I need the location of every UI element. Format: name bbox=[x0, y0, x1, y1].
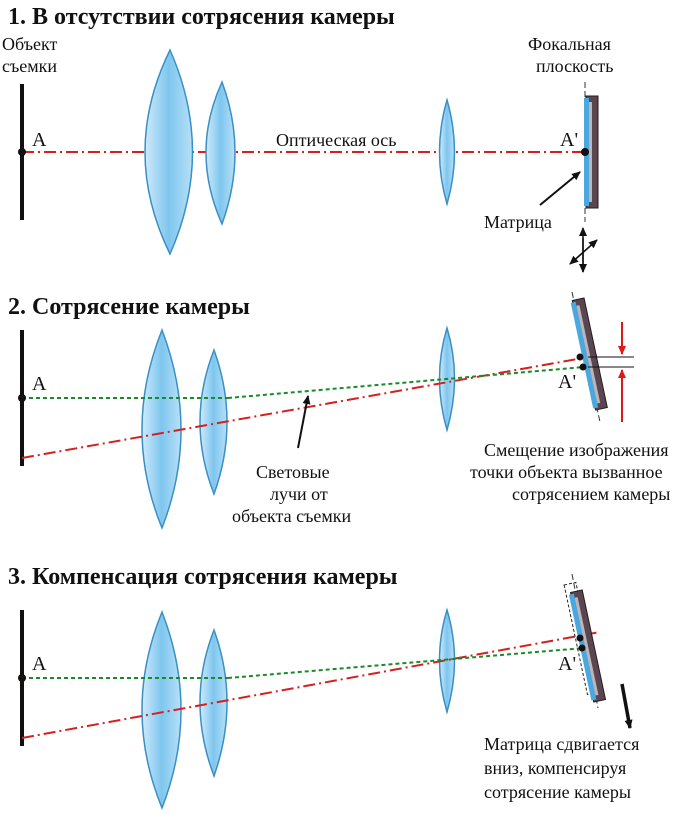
lens-2 bbox=[199, 347, 228, 497]
lens-2 bbox=[199, 627, 228, 779]
panel-camera-shake: 2. Сотрясение камеры A A' Световые лучи … bbox=[8, 291, 670, 531]
sensor bbox=[568, 589, 607, 703]
panel-shake-compensation: 3. Компенсация сотрясения камеры A A' Ма… bbox=[8, 564, 639, 811]
point-a-label: A bbox=[32, 129, 47, 151]
point-a-prime-label: A' bbox=[558, 371, 576, 393]
shifted-image-point bbox=[576, 353, 584, 361]
optical-axis-line bbox=[21, 631, 601, 739]
panel3-title: 3. Компенсация сотрясения камеры bbox=[8, 564, 398, 590]
sensor-move-arrow bbox=[620, 683, 633, 729]
light-ray-2 bbox=[227, 647, 585, 679]
lens-3 bbox=[438, 607, 456, 715]
sensor bbox=[570, 297, 608, 411]
focal-label-line1: Фокальная bbox=[528, 34, 611, 54]
object-point bbox=[18, 674, 26, 682]
lens-1 bbox=[141, 327, 182, 531]
shake-directions-icon bbox=[569, 227, 598, 273]
object-label-line1: Объект bbox=[2, 34, 58, 54]
lens-1 bbox=[141, 609, 182, 811]
shift-label-line3: сотрясением камеры bbox=[512, 484, 670, 504]
image-point bbox=[579, 363, 587, 371]
point-a-prime-label: A' bbox=[558, 653, 576, 675]
shift-label-line1: Смещение изображения bbox=[484, 440, 669, 460]
sensor-move-label-line1: Матрица сдвигается bbox=[484, 734, 639, 754]
panel-no-shake: 1. В отсутствии сотрясения камеры Объект… bbox=[2, 4, 613, 273]
object-label-line2: съемки bbox=[2, 56, 57, 76]
light-ray-2 bbox=[227, 366, 585, 399]
rays-pointer-arrow bbox=[297, 395, 311, 449]
sensor-move-label-line2: вниз, компенсируя bbox=[484, 758, 626, 778]
object-point bbox=[18, 394, 26, 402]
lens-3 bbox=[438, 97, 456, 207]
optical-axis-line bbox=[21, 354, 601, 459]
optical-axis-label: Оптическая ось bbox=[276, 130, 397, 150]
sensor-move-label-line3: сотрясение камеры bbox=[484, 782, 631, 802]
image-point bbox=[581, 148, 589, 156]
point-a-label: A bbox=[32, 373, 47, 395]
shift-label-line2: точки объекта вызванное bbox=[470, 462, 663, 482]
panel1-title: 1. В отсутствии сотрясения камеры bbox=[8, 4, 395, 30]
shift-indicator bbox=[588, 322, 634, 422]
lens-1 bbox=[144, 48, 194, 256]
image-point bbox=[578, 644, 586, 652]
rays-label-line2: лучи от bbox=[270, 484, 328, 504]
focal-label-line2: плоскость bbox=[536, 56, 613, 76]
point-a-prime-label: A' bbox=[560, 129, 578, 151]
sensor-pointer-arrow bbox=[539, 171, 581, 206]
sensor-label: Матрица bbox=[484, 212, 552, 232]
panel2-title: 2. Сотрясение камеры bbox=[8, 294, 250, 320]
rays-label-line3: объекта съемки bbox=[232, 506, 352, 526]
object-point bbox=[18, 148, 26, 156]
point-a-label: A bbox=[32, 653, 47, 675]
rays-label-line1: Световые bbox=[256, 462, 330, 482]
lens-2 bbox=[205, 80, 236, 227]
image-point-upper bbox=[576, 634, 584, 642]
